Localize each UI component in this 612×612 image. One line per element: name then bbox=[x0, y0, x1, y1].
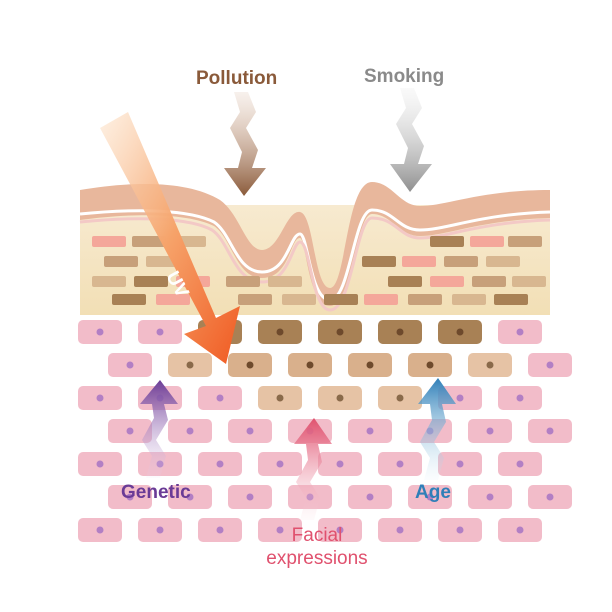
facial-expressions-arrow bbox=[294, 418, 332, 520]
epidermis-cell bbox=[156, 294, 190, 305]
epidermis-cell bbox=[408, 294, 442, 305]
epidermis-cell bbox=[134, 276, 168, 287]
dermis-cell bbox=[138, 518, 182, 542]
epidermis-cell bbox=[104, 256, 138, 267]
dermis-cell bbox=[498, 320, 542, 344]
dermis-cell bbox=[78, 386, 122, 410]
dermis-cell bbox=[138, 320, 182, 344]
dermis-cell bbox=[468, 353, 512, 377]
dermis-cell bbox=[408, 485, 452, 509]
smoking-label: Smoking bbox=[364, 66, 445, 87]
dermis-cell bbox=[438, 320, 482, 344]
dermis-cell bbox=[378, 386, 422, 410]
dermis-cell bbox=[498, 386, 542, 410]
dermis-cell bbox=[498, 518, 542, 542]
dermis-cell bbox=[168, 353, 212, 377]
epidermis-cell bbox=[238, 294, 272, 305]
dermis-cell bbox=[528, 353, 572, 377]
facial-expressions-line2: expressions bbox=[266, 547, 368, 569]
dermis-cell bbox=[438, 452, 482, 476]
pollution-arrow bbox=[224, 92, 266, 196]
skin-surface bbox=[79, 182, 551, 312]
dermis-cell bbox=[228, 353, 272, 377]
dermis-cell bbox=[258, 452, 302, 476]
dermis-cell bbox=[468, 419, 512, 443]
dermis-cell bbox=[258, 518, 302, 542]
dermis-cell bbox=[258, 386, 302, 410]
dermis-cell bbox=[528, 485, 572, 509]
epidermis-cell bbox=[402, 256, 436, 267]
epidermis-cell bbox=[444, 256, 478, 267]
dermis-cell bbox=[318, 386, 362, 410]
dermis-cell bbox=[318, 452, 362, 476]
epidermis-cell bbox=[362, 256, 396, 267]
epidermis-cell bbox=[508, 236, 542, 247]
dermis-cell bbox=[168, 419, 212, 443]
dermis-cell bbox=[378, 320, 422, 344]
dermis-cell bbox=[108, 353, 152, 377]
dermis-cell bbox=[228, 485, 272, 509]
epidermis-cell bbox=[430, 276, 464, 287]
epidermis-cell bbox=[512, 276, 546, 287]
uv-arrow bbox=[100, 112, 240, 364]
dermis-cell bbox=[408, 353, 452, 377]
dermis-cell bbox=[528, 419, 572, 443]
genetic-label: Genetic bbox=[121, 482, 191, 503]
smoking-arrow bbox=[390, 88, 432, 192]
dermis-cell bbox=[78, 518, 122, 542]
dermis-cell bbox=[468, 485, 512, 509]
genetic-arrow bbox=[140, 380, 178, 478]
dermis-cell bbox=[198, 386, 242, 410]
epidermis-cell bbox=[282, 294, 316, 305]
dermis-cells bbox=[78, 320, 572, 542]
epidermis-cell bbox=[452, 294, 486, 305]
epidermis-cell bbox=[494, 294, 528, 305]
epidermis-cell bbox=[92, 236, 126, 247]
epidermis-cell bbox=[430, 236, 464, 247]
dermis-cell bbox=[228, 419, 272, 443]
dermis-cell bbox=[288, 353, 332, 377]
epidermis-cells bbox=[92, 236, 546, 305]
dermis-cell bbox=[348, 353, 392, 377]
epidermis-cell bbox=[324, 294, 358, 305]
dermis-cell bbox=[168, 485, 212, 509]
epidermis-cell bbox=[470, 236, 504, 247]
epidermis-cell bbox=[112, 294, 146, 305]
dermis-cell bbox=[348, 485, 392, 509]
dermis-cell bbox=[78, 320, 122, 344]
age-arrow bbox=[418, 378, 456, 480]
dermis-cell bbox=[318, 518, 362, 542]
dermis-cell bbox=[318, 320, 362, 344]
dermis-cell bbox=[378, 518, 422, 542]
dermis-cell bbox=[198, 518, 242, 542]
facial-expressions-line1: Facial bbox=[291, 525, 343, 546]
age-label: Age bbox=[415, 482, 451, 503]
dermis-cell bbox=[378, 452, 422, 476]
dermis-cell bbox=[108, 485, 152, 509]
dermis-cell bbox=[438, 518, 482, 542]
epidermis-cell bbox=[92, 276, 126, 287]
epidermis-cell bbox=[472, 276, 506, 287]
dermis-cell bbox=[348, 419, 392, 443]
dermis-cell bbox=[498, 452, 542, 476]
epidermis-cell bbox=[486, 256, 520, 267]
pollution-label: Pollution bbox=[196, 68, 278, 89]
epidermis-cell bbox=[364, 294, 398, 305]
dermis-cell bbox=[198, 452, 242, 476]
facial-expressions-label: Facial expressions bbox=[232, 525, 402, 571]
epidermis-cell bbox=[268, 276, 302, 287]
epidermis-cell bbox=[388, 276, 422, 287]
dermis-cell bbox=[108, 419, 152, 443]
epidermis-cell bbox=[226, 276, 260, 287]
dermis-cell bbox=[258, 320, 302, 344]
dermis-cell bbox=[78, 452, 122, 476]
epidermis-cell bbox=[132, 236, 166, 247]
